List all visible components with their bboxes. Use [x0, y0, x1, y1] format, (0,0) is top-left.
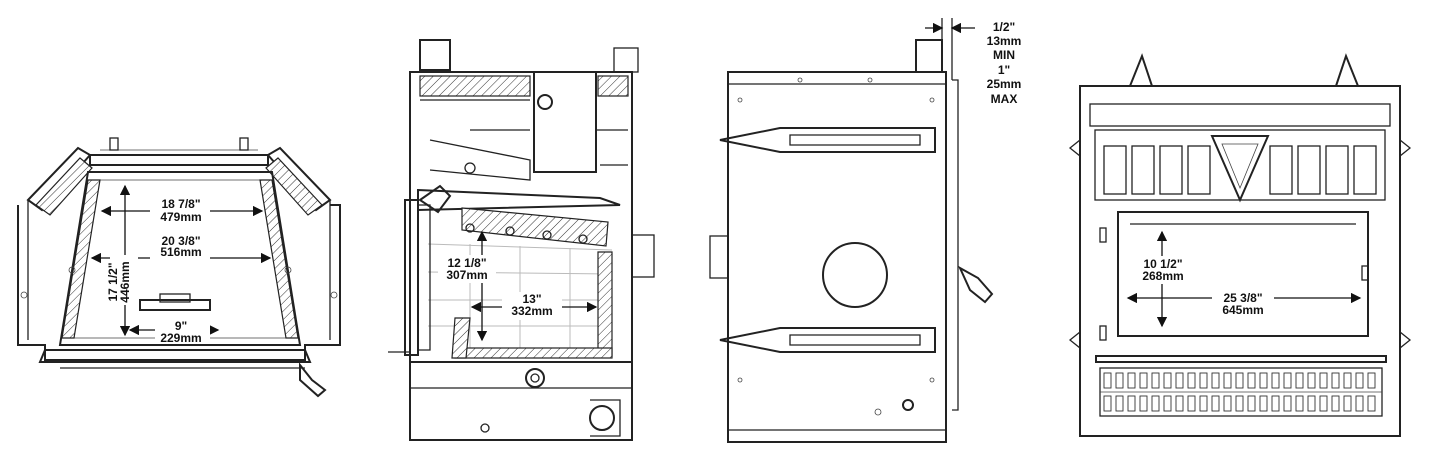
front-mid-width-mm-label: 516mm	[160, 245, 201, 259]
louvre-slot	[1271, 372, 1280, 389]
louvre-slot	[1103, 395, 1112, 412]
louvre-slot	[1355, 395, 1364, 412]
louvre-slot	[1295, 372, 1304, 389]
louvre-slot	[1259, 372, 1268, 389]
front-view: 18 7/8" 479mm 20 3/8" 516mm 17 1/2" 446m…	[17, 137, 341, 398]
louvre-slot	[1127, 395, 1136, 412]
louvre-slot	[1331, 372, 1340, 389]
louvre-slot	[1163, 395, 1172, 412]
louvre-slot	[1103, 372, 1112, 389]
louvre-slot	[1235, 372, 1244, 389]
face-height-mm-label: 268mm	[1142, 269, 1183, 283]
louvre-slot	[1307, 372, 1316, 389]
louvre-slot	[1295, 395, 1304, 412]
louvre-slot	[1151, 372, 1160, 389]
face-width-label: 25 3/8"	[1223, 291, 1262, 305]
louvre-slot	[1367, 395, 1376, 412]
side-depth-mm-label: 332mm	[511, 304, 552, 318]
louvre-slot	[1283, 395, 1292, 412]
face-height-label: 10 1/2"	[1143, 257, 1182, 271]
clearance-max-mm-label: 25mm	[987, 77, 1022, 91]
louvre-slot	[1199, 395, 1208, 412]
front-bottom-width-label: 9"	[175, 319, 187, 333]
louvre-slot	[1139, 395, 1148, 412]
louvre-slot	[1247, 395, 1256, 412]
clearance-max-word: MAX	[991, 92, 1018, 106]
louvre-slot	[1211, 372, 1220, 389]
louvre-slot	[1319, 372, 1328, 389]
front-height-label: 17 1/2"	[106, 262, 120, 301]
louvre-slot	[1319, 395, 1328, 412]
louvre-slot	[1175, 372, 1184, 389]
back-view: 1/2" 13mm MIN 1" 25mm MAX	[709, 18, 1022, 443]
front-top-width-mm-label: 479mm	[160, 210, 201, 224]
louvre-slot	[1127, 372, 1136, 389]
louvre-slot	[1187, 395, 1196, 412]
louvre-slot	[1283, 372, 1292, 389]
louvre-slot	[1223, 372, 1232, 389]
louvre-slot	[1367, 372, 1376, 389]
louvre-slot	[1343, 395, 1352, 412]
louvre-slot	[1199, 372, 1208, 389]
louvre-slot	[1115, 395, 1124, 412]
side-height-mm-label: 307mm	[446, 268, 487, 282]
face-view: 10 1/2" 268mm 25 3/8" 645mm	[1068, 53, 1412, 437]
back-view-screws	[737, 77, 935, 383]
louvre-slot	[1235, 395, 1244, 412]
side-view: 12 1/8" 307mm 13" 332mm	[388, 39, 655, 441]
upper-grille	[1103, 135, 1377, 203]
louvre-slot	[1139, 372, 1148, 389]
front-mid-width-label: 20 3/8"	[161, 234, 200, 248]
louvre-slot	[1151, 395, 1160, 412]
louvre-slot	[1115, 372, 1124, 389]
louvre-slot	[1163, 372, 1172, 389]
louvre-slot	[1355, 372, 1364, 389]
clearance-min-word: MIN	[993, 48, 1015, 62]
louvre-slot	[1271, 395, 1280, 412]
side-depth-label: 13"	[522, 292, 541, 306]
front-bottom-width-mm-label: 229mm	[160, 331, 201, 345]
louvre-slot	[1223, 395, 1232, 412]
side-height-label: 12 1/8"	[447, 256, 486, 270]
clearance-max-label: 1"	[998, 63, 1010, 77]
clearance-min-label: 1/2"	[993, 20, 1015, 34]
louvre-slot	[1307, 395, 1316, 412]
face-width-mm-label: 645mm	[1222, 303, 1263, 317]
louvre-slot	[1175, 395, 1184, 412]
clearance-min-mm-label: 13mm	[987, 34, 1022, 48]
louvre-slot	[1259, 395, 1268, 412]
louvre-slot	[1247, 372, 1256, 389]
louvre-slot	[1343, 372, 1352, 389]
front-top-width-label: 18 7/8"	[161, 197, 200, 211]
front-height-mm-label: 446mm	[118, 261, 132, 302]
louvre-slot	[1331, 395, 1340, 412]
louvre-slot	[1211, 395, 1220, 412]
louvre-slot	[1187, 372, 1196, 389]
